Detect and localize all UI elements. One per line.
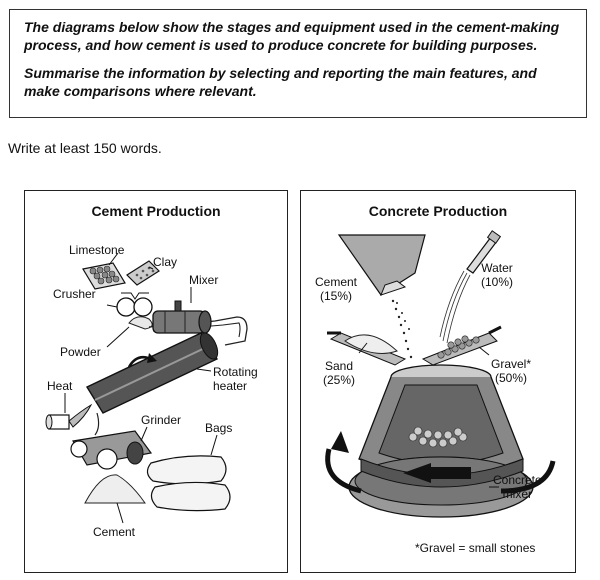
rotating-heater [85, 332, 219, 414]
task-instruction: Summarise the information by selecting a… [24, 65, 537, 99]
powder-pile [128, 316, 153, 330]
gravel-input-percent: (50%) [495, 371, 528, 385]
concrete-pointer-lines [358, 342, 499, 488]
cement-input-name: Cement [315, 275, 358, 289]
limestone-label: Limestone [69, 243, 125, 257]
cement-panel-title: Cement Production [91, 203, 221, 219]
cement-bags [146, 455, 231, 512]
sand-input-name: Sand [324, 359, 354, 373]
cement-input-label: Cement (15%) [315, 275, 357, 303]
gravel-input-name: Gravel* [491, 357, 532, 371]
grinder-label: Grinder [141, 413, 182, 427]
limestone-tray [82, 262, 126, 290]
cement-process-illustration [45, 252, 248, 524]
sand-input-label: Sand (25%) [323, 359, 355, 387]
task-description: The diagrams below show the stages and e… [24, 19, 560, 53]
concrete-mixer-label-line1: Concrete [493, 473, 542, 487]
cement-output-label: Cement [93, 525, 136, 539]
sand-input-percent: (25%) [323, 373, 356, 387]
concrete-production-panel: Concrete Production [300, 190, 576, 573]
rotating-heater-label: Rotating heater [213, 365, 258, 393]
water-pipe [466, 230, 502, 274]
sand-scoop [327, 331, 407, 366]
concrete-mixer [325, 364, 556, 518]
cement-production-panel: Cement Production [24, 190, 288, 573]
cement-pile [84, 474, 146, 504]
rotating-heater-label-line2: heater [213, 379, 248, 393]
heat-burner [45, 403, 93, 430]
water-input-label: Water (10%) [481, 261, 513, 289]
cement-hopper [337, 234, 426, 296]
falling-cement [391, 299, 413, 359]
mixer-label: Mixer [189, 273, 219, 287]
task-prompt-box: The diagrams below show the stages and e… [9, 9, 587, 118]
word-count-instruction: Write at least 150 words. [8, 140, 162, 156]
gravel-input-label: Gravel* (50%) [491, 357, 531, 385]
concrete-mixer-label-line2: mixer [502, 487, 533, 501]
gravel-footnote: *Gravel = small stones [415, 541, 536, 555]
clay-label: Clay [153, 255, 178, 269]
crusher-rollers [116, 292, 153, 317]
concrete-process-illustration [325, 230, 556, 518]
cement-pointer-lines [64, 252, 218, 524]
heat-label: Heat [47, 379, 73, 393]
bags-label: Bags [205, 421, 233, 435]
gravel-scoop [421, 325, 502, 366]
clay-tray [126, 260, 160, 286]
concrete-panel-title: Concrete Production [368, 203, 508, 219]
water-input-name: Water [481, 261, 513, 275]
cement-input-percent: (15%) [320, 289, 353, 303]
water-stream [439, 270, 471, 344]
powder-label: Powder [60, 345, 101, 359]
mixer-drum [152, 300, 212, 334]
grinder [70, 430, 153, 470]
crusher-label: Crusher [53, 287, 96, 301]
concrete-mixer-label: Concrete mixer [493, 473, 542, 501]
water-input-percent: (10%) [481, 275, 514, 289]
conveyor-belt [148, 316, 248, 346]
rotating-heater-label-line1: Rotating [213, 365, 258, 379]
